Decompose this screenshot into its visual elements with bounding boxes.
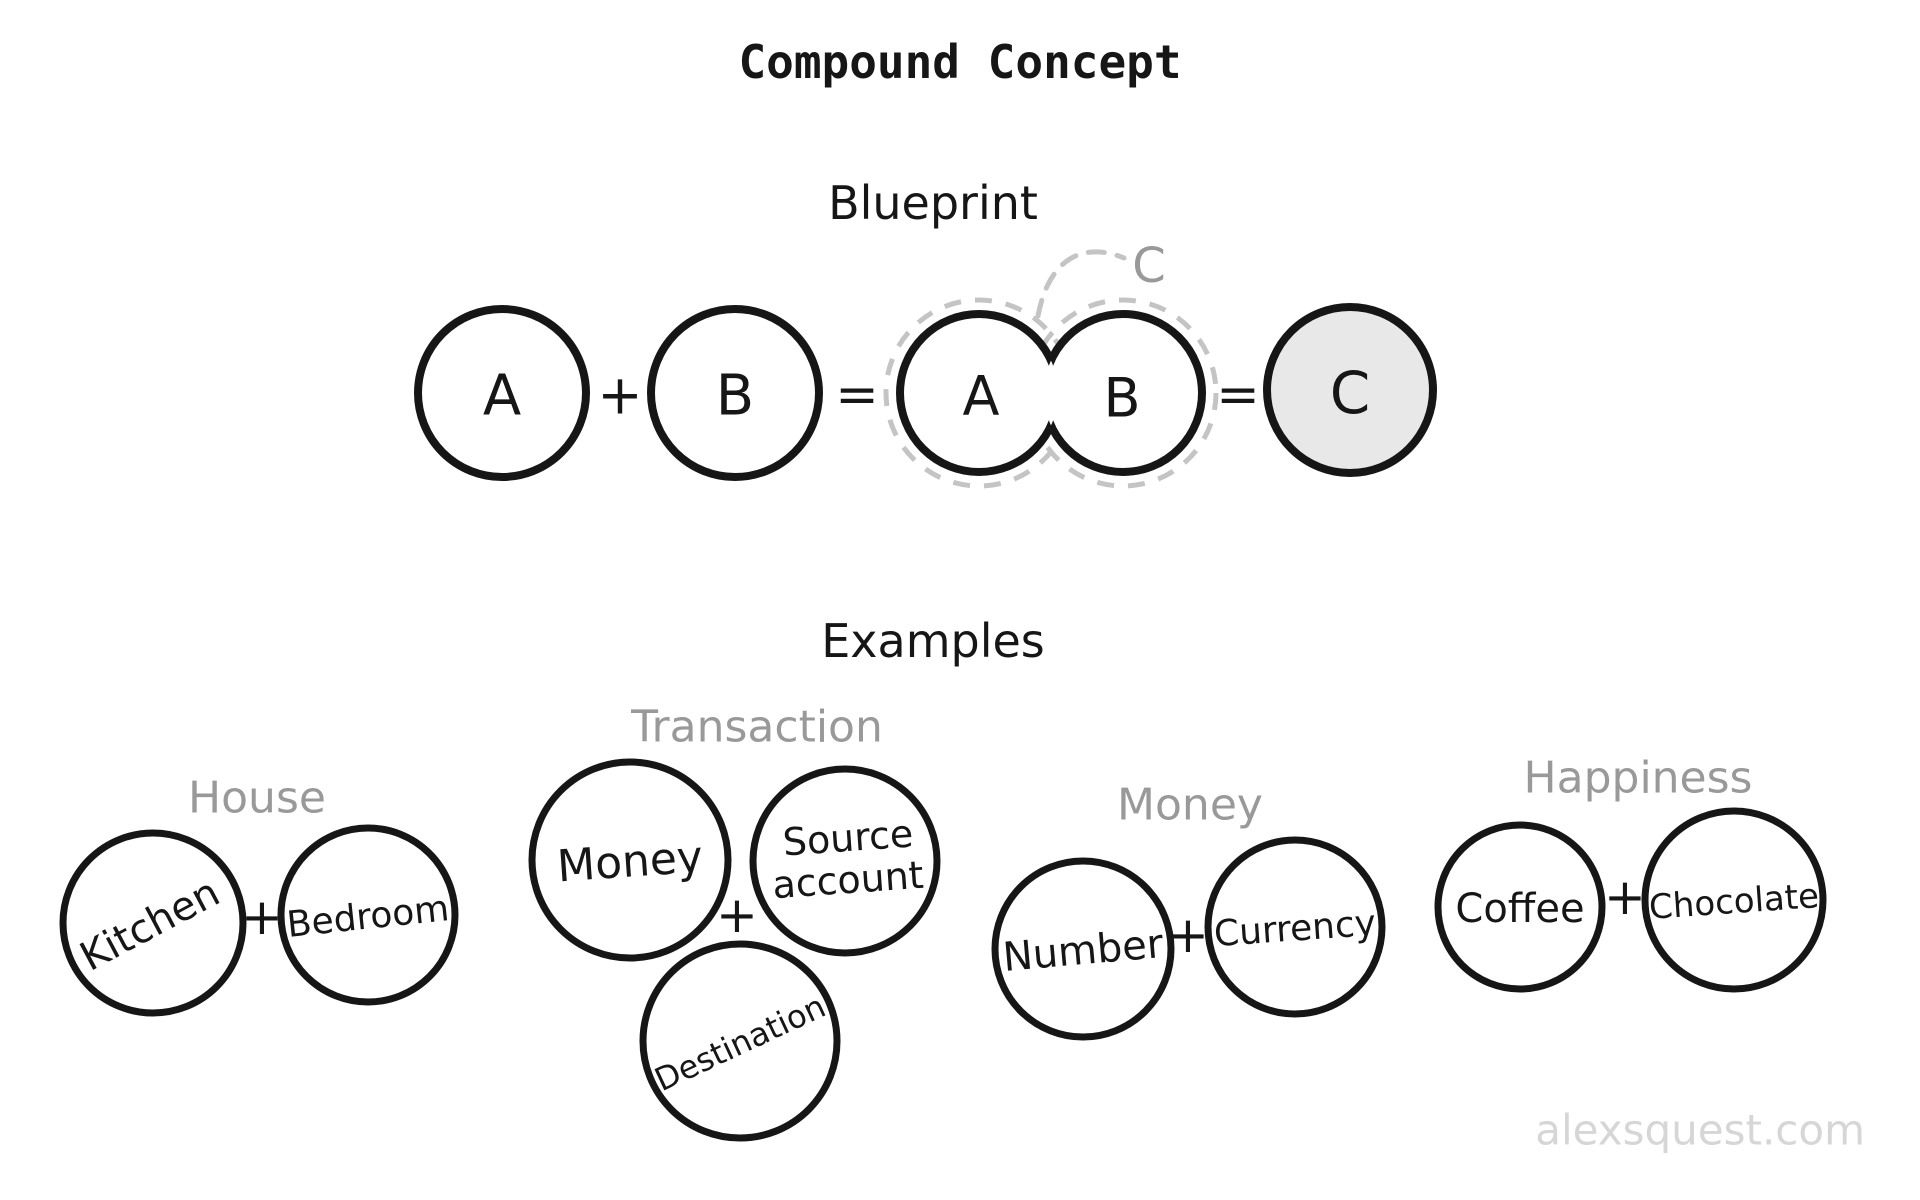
merged-b-label: B <box>1103 367 1140 430</box>
page-title: Compound Concept <box>738 35 1181 89</box>
merged-circle-a-outline <box>896 310 1062 476</box>
examples-section-label: Examples <box>821 614 1045 668</box>
example-money: Money Number + Currency <box>991 780 1386 1041</box>
coffee-circle <box>1434 821 1606 993</box>
source-account-label-line2: account <box>771 853 925 907</box>
blueprint-circle-c <box>1263 303 1437 477</box>
happiness-plus-sign: + <box>1604 868 1646 926</box>
blueprint-circle-a <box>414 305 590 481</box>
money-circle <box>528 758 732 962</box>
blueprint-equals-sign: = <box>835 365 879 425</box>
source-account-circle <box>749 765 941 957</box>
blueprint-plus-sign: + <box>597 364 642 427</box>
example-happiness: Happiness Coffee + Chocolate <box>1434 753 1827 993</box>
blueprint-circle-a-label: A <box>483 364 521 429</box>
example-house-label: House <box>188 773 326 824</box>
merged-a-label: A <box>963 365 1000 428</box>
chocolate-circle <box>1641 807 1827 993</box>
money-label: Money <box>555 831 704 892</box>
example-house: House Kitchen + Bedroom <box>59 773 459 1017</box>
blueprint-circle-b <box>647 305 823 481</box>
example-happiness-label: Happiness <box>1524 753 1753 804</box>
kitchen-circle <box>59 829 247 1017</box>
merged-circle-a-fill <box>900 314 1058 472</box>
bedroom-circle <box>277 824 459 1006</box>
example-transaction-label: Transaction <box>630 702 883 753</box>
number-circle <box>991 857 1175 1041</box>
house-plus-sign: + <box>241 888 283 946</box>
blueprint-section-label: Blueprint <box>828 176 1038 230</box>
merged-c-annotation: C <box>1132 238 1166 294</box>
example-transaction: Transaction Money Source account + Desti… <box>528 702 941 1142</box>
dashed-pointer-to-c <box>1035 249 1127 319</box>
merged-circle-b-outline <box>1040 310 1206 476</box>
watermark: alexsquest.com <box>1535 1106 1865 1155</box>
coffee-label: Coffee <box>1455 886 1584 932</box>
blueprint-circle-c-label: C <box>1330 359 1371 427</box>
money-plus-sign: + <box>1167 906 1209 964</box>
example-money-label: Money <box>1117 780 1263 831</box>
destination-circle <box>639 940 841 1142</box>
blueprint-equals-sign-2: = <box>1216 365 1260 425</box>
source-account-label-line1: Source <box>781 812 914 865</box>
transaction-plus-sign: + <box>716 886 758 944</box>
blueprint-circle-b-label: B <box>716 364 754 429</box>
merged-circle-b-fill <box>1044 314 1202 472</box>
currency-circle <box>1204 836 1386 1018</box>
merged-ab-group: C A B <box>883 238 1219 489</box>
